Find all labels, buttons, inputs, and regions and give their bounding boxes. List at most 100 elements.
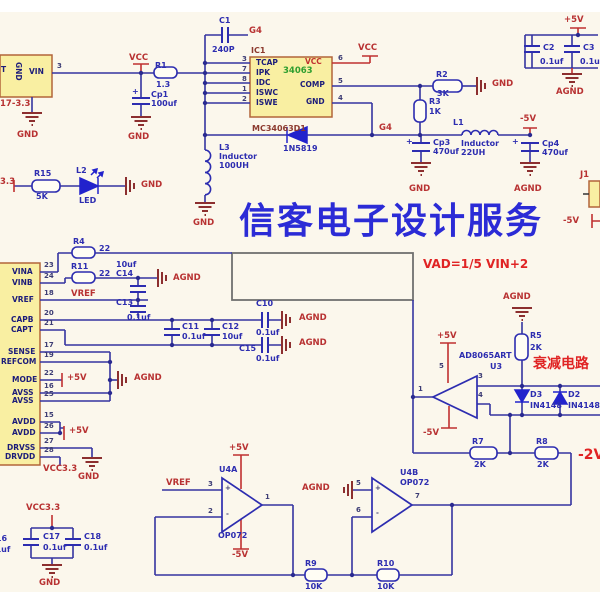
led-label: LED xyxy=(79,196,97,205)
l3-kind: Inductor xyxy=(219,152,258,161)
ic1-p4: 4 xyxy=(338,94,343,102)
p5v-u4a: +5V xyxy=(229,443,249,453)
vcc-ic1: VCC xyxy=(358,43,378,53)
u4a-p2: 2 xyxy=(208,507,213,515)
resistor-r15 xyxy=(31,179,61,193)
u4a-p3: 3 xyxy=(208,480,213,488)
resistors[interactable] xyxy=(31,66,559,582)
ic1-idc: IDC xyxy=(256,78,271,87)
r9-ref: R9 xyxy=(305,559,317,568)
gnd-symbol-drvss xyxy=(82,457,102,471)
diode-d3 xyxy=(513,389,531,404)
agnd-c10: AGND xyxy=(299,313,327,323)
r8-val: 2K xyxy=(537,460,549,469)
banner-text: 信客电子设计服务 xyxy=(239,201,544,242)
adc-p19: 19 xyxy=(44,351,54,359)
p5v-avdd: +5V xyxy=(69,426,89,436)
r9-val: 10K xyxy=(305,582,323,591)
ic1-comp: COMP xyxy=(300,80,325,89)
l1-kind: Inductor xyxy=(461,139,500,148)
r5-val: 2K xyxy=(530,343,542,352)
adc-p23: 23 xyxy=(44,261,54,269)
cp4-val: 470uf xyxy=(542,148,568,157)
adc-body[interactable] xyxy=(0,262,41,466)
resistor-r8 xyxy=(534,446,559,460)
d2-val: IN4148 xyxy=(568,401,600,410)
n5v-u4a: -5V xyxy=(232,550,249,560)
gnd-drvss: GND xyxy=(78,472,100,482)
gnd-r2: GND xyxy=(492,79,514,89)
ag-u4b: AGND xyxy=(302,483,330,493)
cp1-ref: Cp1 xyxy=(151,90,169,99)
opamp-u4a xyxy=(221,476,264,534)
u4b-minus: - xyxy=(376,509,379,517)
ic1-core: 34063 xyxy=(283,66,313,76)
ic1-tcap: TCAP xyxy=(256,58,278,67)
u3-part: AD8065ART xyxy=(459,351,512,360)
g4-top: G4 xyxy=(249,26,262,36)
resistor-r5 xyxy=(514,333,529,361)
plus5v-c2: +5V xyxy=(564,15,584,25)
cp3-val: 470uf xyxy=(433,147,459,156)
capacitors[interactable] xyxy=(23,27,580,546)
adc-p25: 25 xyxy=(44,390,54,398)
adc-drvss: DRVSS xyxy=(7,443,36,452)
r4-val: 22 xyxy=(99,244,111,253)
ic1-p1: 1 xyxy=(242,85,247,93)
vcc-r1: VCC xyxy=(129,53,149,63)
adc-capb: CAPB xyxy=(11,315,34,324)
atten-note: 衰减电路 xyxy=(533,356,589,372)
ic1-ref: IC1 xyxy=(251,46,266,55)
gnd-l3: GND xyxy=(193,218,215,228)
neg5v-j1: -5V xyxy=(563,216,580,226)
power-wires xyxy=(13,27,600,550)
u4b-ref: U4B xyxy=(400,468,419,477)
opamp-u3 xyxy=(431,374,478,420)
cap-c1 xyxy=(221,27,229,43)
agnd-symbol-cp4 xyxy=(520,162,540,176)
reg-vout: T xyxy=(1,65,7,74)
mc34063-body[interactable] xyxy=(249,56,333,118)
resistor-r3 xyxy=(413,99,427,123)
l3-ref: L3 xyxy=(219,143,230,152)
u3-p4: 4 xyxy=(478,391,483,399)
u4a-ref: U4A xyxy=(219,465,238,474)
ic1-p3: 3 xyxy=(242,55,247,63)
u4a-plus: + xyxy=(225,484,231,492)
adc-p21: 21 xyxy=(44,319,54,327)
gnd-c17: GND xyxy=(39,578,61,588)
r3-ref: R3 xyxy=(429,97,441,106)
u4a-part: OP072 xyxy=(218,531,248,540)
adc-avdd1: AVDD xyxy=(12,417,36,426)
diode-d2 xyxy=(551,390,569,405)
cap-c13 xyxy=(130,305,146,313)
cap-cp1 xyxy=(132,97,150,105)
c18-ref: C18 xyxy=(84,532,102,541)
adc-sense: SENSE xyxy=(8,347,36,356)
j1-connector-body[interactable] xyxy=(583,180,600,208)
gnd-reg: GND xyxy=(17,130,39,140)
cap-cp4 xyxy=(521,142,539,152)
c1-ref: C1 xyxy=(219,16,231,25)
inductors[interactable] xyxy=(204,129,499,196)
ic1-part: MC34063D1 xyxy=(252,124,306,133)
cap-c18 xyxy=(65,538,81,546)
reg-part: 17-3.3 xyxy=(0,99,31,109)
regulator-body[interactable] xyxy=(0,54,53,98)
vcc33-left: 3.3 xyxy=(0,177,16,187)
diodes[interactable] xyxy=(79,125,569,405)
c1-val: 240P xyxy=(212,45,235,54)
u4a-p1: 1 xyxy=(265,493,270,501)
u4b-plus: + xyxy=(375,484,381,492)
gnd-symbol-l3 xyxy=(195,202,215,216)
cp1-plus: + xyxy=(132,87,139,96)
resistor-r9 xyxy=(304,568,328,582)
r3-val: 1K xyxy=(429,107,441,116)
d2-ref: D2 xyxy=(568,390,581,399)
c10-ref: C10 xyxy=(256,299,274,308)
c16-ref: C16 xyxy=(0,534,8,543)
c14-val: 10uf xyxy=(116,260,137,269)
opamps[interactable] xyxy=(221,374,478,534)
inductor-l1 xyxy=(461,129,499,136)
